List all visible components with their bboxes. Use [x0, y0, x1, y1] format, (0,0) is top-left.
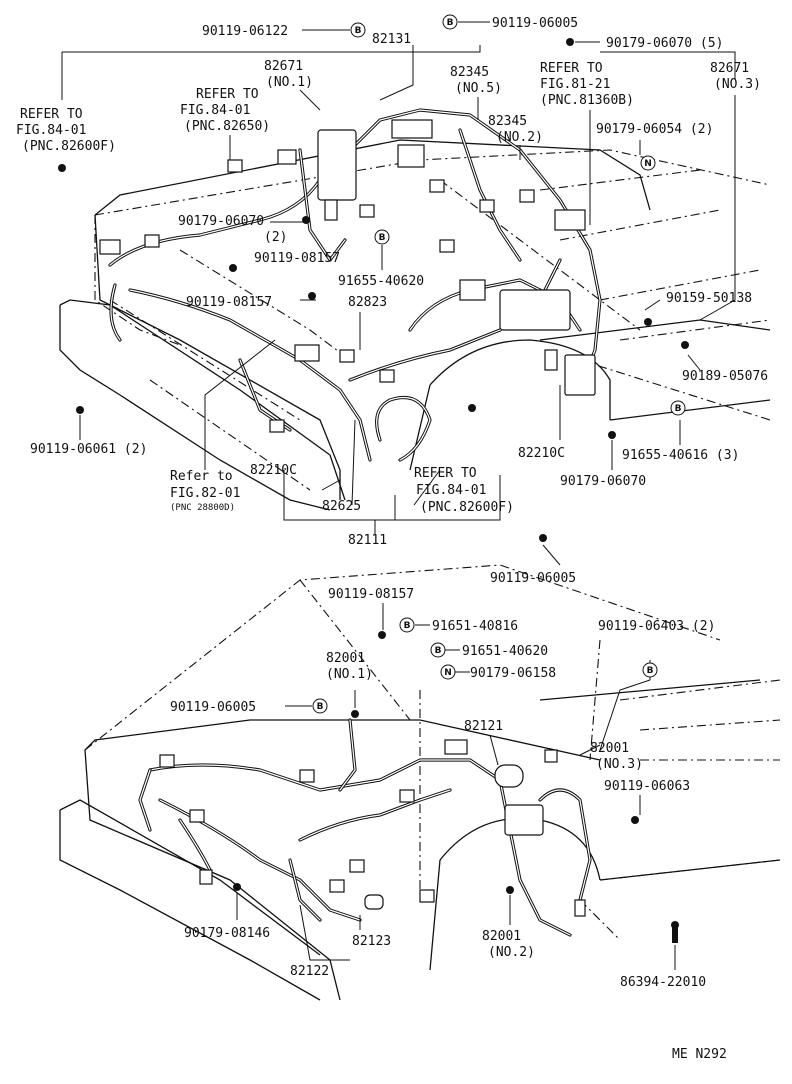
drawing-code: ME N292: [672, 1047, 727, 1062]
bottom-leader-lines: [236, 603, 676, 970]
badge-n-2: N: [440, 664, 456, 680]
part-label: 82625: [322, 499, 361, 514]
part-label: 82345: [450, 65, 489, 80]
part-label: 90159-50138: [666, 291, 752, 306]
top-leader-lines: [61, 21, 736, 566]
part-label: 90179-06054 (2): [596, 122, 713, 137]
part-label: 90179-08146: [184, 926, 270, 941]
part-label: 90119-08157: [254, 251, 340, 266]
svg-text:B: B: [355, 26, 362, 36]
top-assembly-drawing: [58, 38, 771, 542]
refer-note: (PNC.82600F): [420, 500, 514, 515]
refer-note: FIG.84-01: [16, 123, 86, 138]
part-label: 86394-22010: [620, 975, 706, 990]
svg-text:B: B: [447, 18, 454, 28]
svg-text:B: B: [317, 702, 324, 712]
part-label: 90179-06070: [560, 474, 646, 489]
svg-text:B: B: [404, 621, 411, 631]
top-part-labels: 90119-06122 82131 90119-06005 90179-0607…: [16, 16, 768, 586]
refer-note: (PNC.82650): [184, 119, 270, 134]
badge-b-2: B: [442, 14, 458, 30]
refer-note: REFER TO: [414, 466, 477, 481]
part-label: 90119-06122: [202, 24, 288, 39]
badge-b-7: B: [312, 698, 328, 714]
part-label: 82001: [326, 651, 365, 666]
svg-text:N: N: [644, 159, 652, 169]
part-label: 82345: [488, 114, 527, 129]
bottom-assembly-drawing: [59, 564, 781, 1001]
badge-n-1: N: [640, 155, 656, 171]
part-label: 90119-06403 (2): [598, 619, 715, 634]
svg-text:B: B: [647, 666, 654, 676]
part-label: (NO.2): [488, 945, 535, 960]
part-label: 90119-06005: [170, 700, 256, 715]
refer-note: REFER TO: [196, 87, 259, 102]
part-label: (NO.1): [326, 667, 373, 682]
part-label: 82671: [264, 59, 303, 74]
part-label: 82121: [464, 719, 503, 734]
part-label: 82111: [348, 533, 387, 548]
svg-text:B: B: [435, 646, 442, 656]
part-label: 90119-06061 (2): [30, 442, 147, 457]
refer-note: FIG.84-01: [416, 483, 486, 498]
part-label: 90119-08157: [328, 587, 414, 602]
part-label: (NO.1): [266, 75, 313, 90]
part-label: 91655-40616 (3): [622, 448, 739, 463]
svg-text:B: B: [675, 404, 682, 414]
part-label: 90179-06070 (5): [606, 36, 723, 51]
part-label: 82210C: [250, 463, 297, 478]
part-label: (NO.3): [596, 757, 643, 772]
refer-note: FIG.82-01: [170, 486, 240, 501]
part-label: 82001: [590, 741, 629, 756]
reference-badges: B B N B B B B N B B: [312, 14, 686, 714]
part-label: 82123: [352, 934, 391, 949]
part-label: 90189-05076: [682, 369, 768, 384]
badge-b-8: B: [642, 662, 658, 678]
badge-b-6: B: [430, 642, 446, 658]
part-label: (NO.2): [496, 130, 543, 145]
badge-b-3: B: [374, 229, 390, 245]
part-label: 82823: [348, 295, 387, 310]
part-label: 90119-06005: [492, 16, 578, 31]
part-label: 82210C: [518, 446, 565, 461]
part-label: (2): [264, 230, 287, 245]
svg-text:B: B: [379, 233, 386, 243]
badge-b-5: B: [399, 617, 415, 633]
part-label: 82122: [290, 964, 329, 979]
refer-note: (PNC.81360B): [540, 93, 634, 108]
part-label: 91655-40620: [338, 274, 424, 289]
part-label: 90119-06063: [604, 779, 690, 794]
part-label: 91651-40816: [432, 619, 518, 634]
part-label: 82671: [710, 61, 749, 76]
svg-text:N: N: [444, 668, 452, 678]
part-label: (NO.5): [455, 81, 502, 96]
bottom-part-labels: 90119-08157 91651-40816 91651-40620 9011…: [170, 587, 715, 990]
refer-note: (PNC.82600F): [22, 139, 116, 154]
refer-note: REFER TO: [540, 61, 603, 76]
part-label: (NO.3): [714, 77, 761, 92]
part-label: 91651-40620: [462, 644, 548, 659]
refer-note: Refer to: [170, 469, 233, 484]
refer-note: FIG.84-01: [180, 103, 250, 118]
refer-note: REFER TO: [20, 107, 83, 122]
part-label: 90179-06158: [470, 666, 556, 681]
refer-note: FIG.81-21: [540, 77, 610, 92]
badge-b-4: B: [670, 400, 686, 416]
refer-note: (PNC 28800D): [170, 503, 235, 513]
badge-b-1: B: [350, 22, 366, 38]
part-label: 82131: [372, 32, 411, 47]
part-label: 90119-06005: [490, 571, 576, 586]
part-label: 90179-06070: [178, 214, 264, 229]
part-label: 82001: [482, 929, 521, 944]
part-label: 90119-08157: [186, 295, 272, 310]
